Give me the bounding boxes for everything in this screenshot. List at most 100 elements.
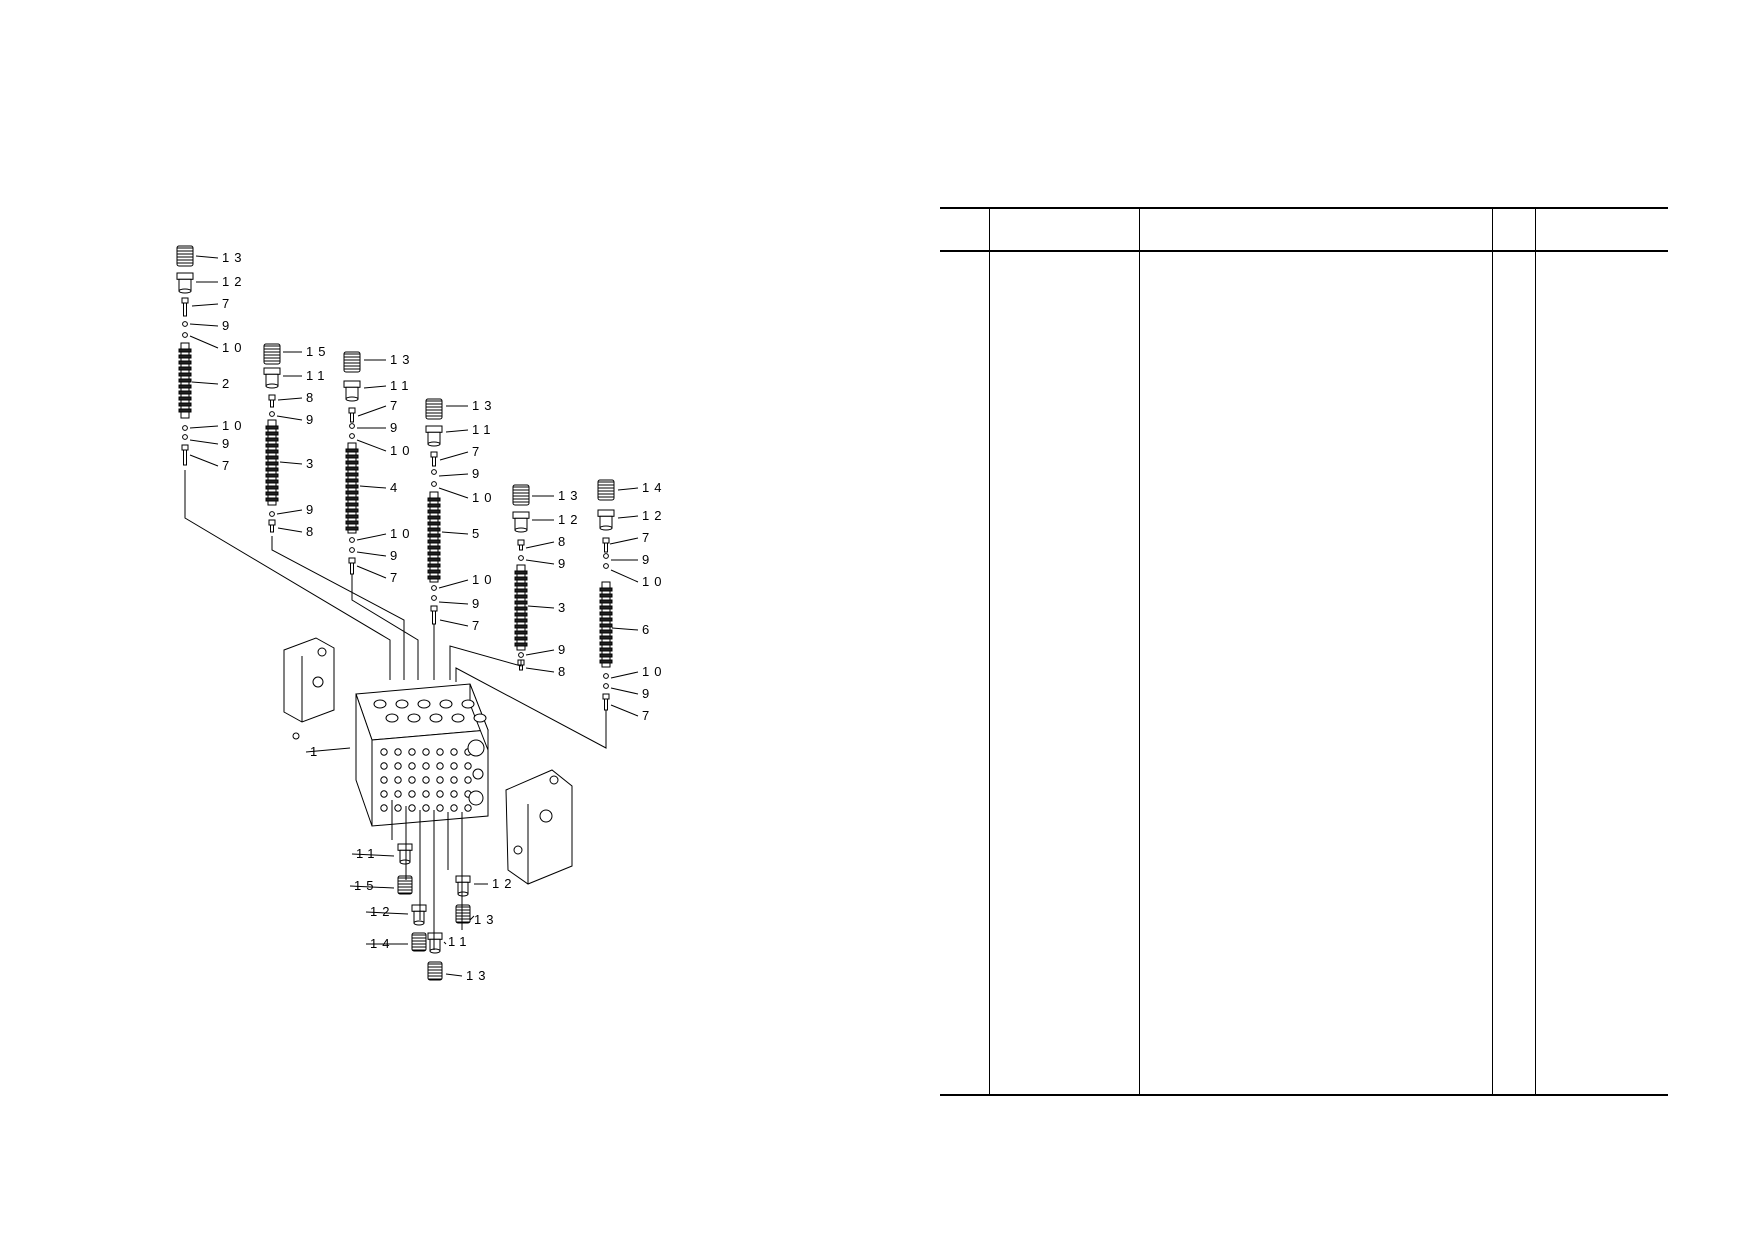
callout-9: 9	[472, 596, 484, 611]
body-cell-3	[1138, 251, 1492, 1096]
leader-line	[469, 915, 475, 921]
body-cell-2	[988, 251, 1139, 1096]
callout-9: 9	[390, 420, 402, 435]
end-cover-left-part	[283, 637, 335, 740]
o-ring-part	[182, 332, 188, 338]
o-ring-part	[182, 321, 188, 327]
o-ring-part	[518, 652, 524, 658]
callout-5: 5	[472, 526, 484, 541]
bolt-part	[181, 297, 189, 317]
callout-11: 11	[356, 846, 380, 861]
callout-7: 7	[472, 444, 484, 459]
leader-line	[525, 649, 555, 656]
header-cell-4	[1491, 207, 1535, 252]
leader-line	[445, 429, 469, 433]
o-ring-part	[431, 585, 437, 591]
o-ring-part	[349, 423, 355, 429]
callout-3: 3	[558, 600, 570, 615]
callout-13: 13	[558, 488, 582, 503]
leader-line	[525, 541, 555, 549]
callout-11: 11	[448, 934, 472, 949]
callout-10: 10	[472, 572, 496, 587]
callout-7: 7	[642, 530, 654, 545]
spring-part	[512, 484, 530, 506]
spool-part	[265, 419, 279, 506]
callout-12: 12	[558, 512, 582, 527]
leader-line	[276, 509, 303, 515]
leader-line	[363, 385, 387, 389]
callout-11: 11	[306, 368, 330, 383]
header-cell-1	[940, 207, 989, 252]
header-cell-3	[1138, 207, 1492, 252]
callout-9: 9	[558, 642, 570, 657]
leader-line	[439, 619, 469, 627]
leader-line	[441, 531, 469, 535]
callout-10: 10	[390, 526, 414, 541]
spring-seat-part	[176, 272, 194, 294]
leader-line	[617, 515, 639, 519]
leader-line	[279, 461, 303, 465]
bolt-part	[268, 394, 276, 408]
spool-part	[345, 442, 359, 534]
spring-part	[263, 343, 281, 365]
leader-line	[356, 551, 387, 557]
callout-12: 12	[222, 274, 246, 289]
leader-line	[189, 335, 219, 349]
leader-line	[351, 853, 395, 857]
bolt-part	[181, 444, 189, 466]
bolt-part	[348, 557, 356, 575]
spring-seat-part	[397, 843, 413, 865]
callout-9: 9	[390, 548, 402, 563]
leader-line	[525, 559, 555, 565]
leader-line	[189, 323, 219, 327]
bolt-part	[517, 539, 525, 551]
leader-line	[191, 381, 219, 385]
callout-7: 7	[390, 398, 402, 413]
o-ring-part	[349, 537, 355, 543]
body-cell-4	[1491, 251, 1535, 1096]
callout-7: 7	[642, 708, 654, 723]
leader-line	[617, 487, 639, 491]
spring-seat-part	[455, 875, 471, 897]
spring-seat-part	[427, 932, 443, 954]
assembly-path	[351, 574, 419, 680]
callout-12: 12	[370, 904, 394, 919]
callout-2: 2	[222, 376, 234, 391]
spring-part	[427, 961, 443, 981]
callout-6: 6	[642, 622, 654, 637]
spring-seat-part	[512, 511, 530, 533]
o-ring-part	[349, 433, 355, 439]
bolt-part	[602, 537, 610, 553]
header-cell-5	[1534, 207, 1668, 252]
o-ring-part	[603, 683, 609, 689]
assembly-path	[271, 536, 405, 680]
callout-13: 13	[474, 912, 498, 927]
bolt-part	[430, 605, 438, 625]
header-cell-2	[988, 207, 1139, 252]
callout-12: 12	[492, 876, 516, 891]
leader-line	[191, 303, 219, 307]
callout-13: 13	[222, 250, 246, 265]
callout-9: 9	[472, 466, 484, 481]
callout-10: 10	[472, 490, 496, 505]
table-body-row	[940, 251, 1668, 1096]
leader-line	[610, 687, 639, 695]
spring-part	[597, 479, 615, 501]
leader-line	[525, 667, 555, 673]
spool-part	[427, 491, 441, 583]
leader-line	[443, 941, 447, 945]
callout-10: 10	[642, 664, 666, 679]
leader-line	[609, 537, 639, 545]
spring-seat-part	[263, 367, 281, 389]
o-ring-part	[431, 595, 437, 601]
o-ring-part	[349, 547, 355, 553]
callout-9: 9	[222, 318, 234, 333]
callout-7: 7	[222, 458, 234, 473]
callout-9: 9	[642, 552, 654, 567]
o-ring-part	[269, 411, 275, 417]
spring-seat-part	[343, 380, 361, 402]
o-ring-part	[182, 434, 188, 440]
callout-8: 8	[306, 390, 318, 405]
callout-9: 9	[306, 502, 318, 517]
